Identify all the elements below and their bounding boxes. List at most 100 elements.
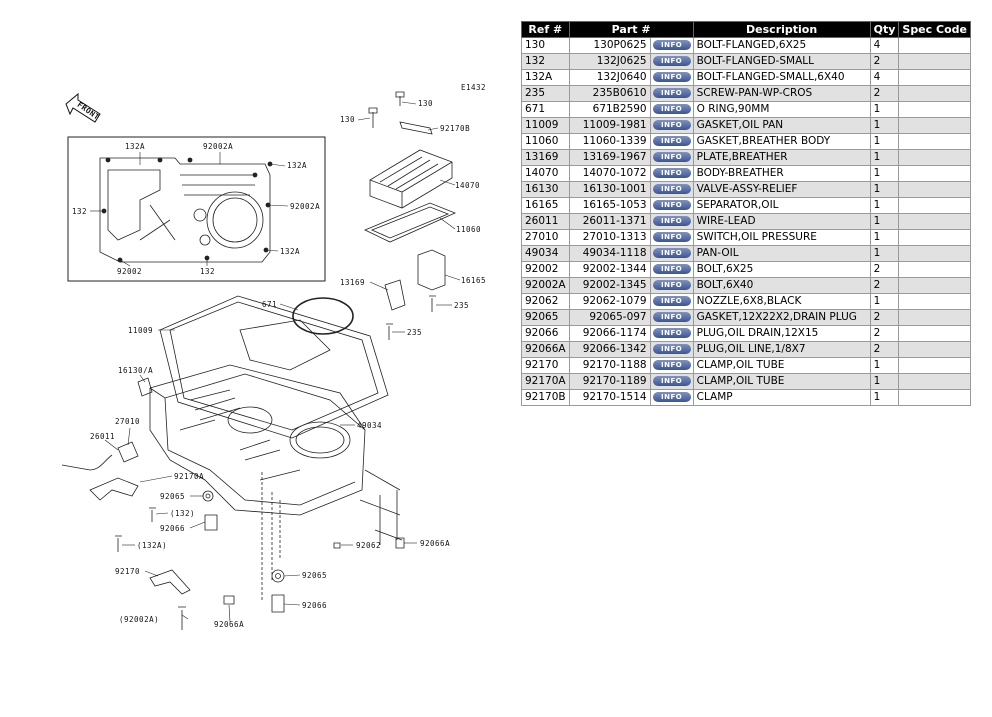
- ref-cell: 14070: [521, 165, 570, 182]
- ref-cell: 235: [521, 85, 570, 102]
- info-button[interactable]: INFO: [652, 152, 691, 162]
- info-cell: INFO: [649, 325, 694, 342]
- info-cell: INFO: [649, 117, 694, 134]
- info-button[interactable]: INFO: [652, 280, 691, 290]
- part-number-cell: 92170-1514: [568, 389, 651, 406]
- qty-cell: 2: [869, 309, 900, 326]
- callout: 92002A: [290, 202, 320, 211]
- spec-code-cell: [898, 309, 971, 326]
- callout: 92065: [302, 571, 327, 580]
- description-cell: SWITCH,OIL PRESSURE: [692, 229, 871, 246]
- spec-code-cell: [898, 197, 971, 214]
- callout: 16130/A: [118, 366, 153, 375]
- qty-cell: 1: [869, 213, 900, 230]
- description-cell: BODY-BREATHER: [692, 165, 871, 182]
- info-button[interactable]: INFO: [652, 376, 691, 386]
- info-button[interactable]: INFO: [652, 360, 691, 370]
- info-button[interactable]: INFO: [652, 392, 691, 402]
- callout: 92170: [115, 567, 140, 576]
- info-button[interactable]: INFO: [652, 232, 691, 242]
- callout: 11009: [128, 326, 153, 335]
- qty-cell: 1: [869, 117, 900, 134]
- description-cell: PLATE,BREATHER: [692, 149, 871, 166]
- spec-code-cell: [898, 357, 971, 374]
- info-button[interactable]: INFO: [652, 168, 691, 178]
- info-button[interactable]: INFO: [652, 344, 691, 354]
- ref-cell: 16130: [521, 181, 570, 198]
- callout: 92065: [160, 492, 185, 501]
- info-button[interactable]: INFO: [652, 88, 691, 98]
- info-button[interactable]: INFO: [652, 264, 691, 274]
- info-button[interactable]: INFO: [652, 248, 691, 258]
- callout: 92170A: [174, 472, 204, 481]
- info-button[interactable]: INFO: [652, 120, 691, 130]
- info-cell: INFO: [649, 149, 694, 166]
- part-number-cell: 235B0610: [568, 85, 651, 102]
- callout: 132A: [125, 142, 145, 151]
- spec-code-cell: [898, 165, 971, 182]
- info-button[interactable]: INFO: [652, 184, 691, 194]
- info-cell: INFO: [649, 341, 694, 358]
- qty-cell: 1: [869, 165, 900, 182]
- ref-cell: 27010: [521, 229, 570, 246]
- ref-cell: 92170: [521, 357, 570, 374]
- spec-code-cell: [898, 325, 971, 342]
- qty-cell: 2: [869, 261, 900, 278]
- info-cell: INFO: [649, 101, 694, 118]
- spec-code-cell: [898, 181, 971, 198]
- qty-cell: 4: [869, 69, 900, 86]
- spec-code-cell: [898, 341, 971, 358]
- info-cell: INFO: [649, 229, 694, 246]
- front-arrow-icon: [65, 92, 101, 123]
- ref-cell: 11060: [521, 133, 570, 150]
- callout: 132A: [287, 161, 307, 170]
- qty-cell: 1: [869, 389, 900, 406]
- callout: 92066: [302, 601, 327, 610]
- info-button[interactable]: INFO: [652, 216, 691, 226]
- info-button[interactable]: INFO: [652, 104, 691, 114]
- description-cell: SEPARATOR,OIL: [692, 197, 871, 214]
- oil-pan-gasket-drawing: [159, 295, 389, 439]
- info-button[interactable]: INFO: [652, 328, 691, 338]
- spec-code-cell: [898, 213, 971, 230]
- callout: (132): [170, 509, 195, 518]
- info-button[interactable]: INFO: [652, 40, 691, 50]
- description-cell: BOLT,6X40: [692, 277, 871, 294]
- callout: 671: [262, 300, 277, 309]
- callout: 130: [418, 99, 433, 108]
- info-cell: INFO: [649, 69, 694, 86]
- oil-pan-drawing: [149, 364, 403, 600]
- spec-code-cell: [898, 85, 971, 102]
- info-button[interactable]: INFO: [652, 296, 691, 306]
- part-number-cell: 27010-1313: [568, 229, 651, 246]
- info-button[interactable]: INFO: [652, 56, 691, 66]
- part-number-cell: 130P0625: [568, 37, 651, 54]
- description-cell: BOLT-FLANGED,6X25: [692, 37, 871, 54]
- callout: 235: [407, 328, 422, 337]
- callout: 132A: [280, 247, 300, 256]
- description-cell: SCREW-PAN-WP-CROS: [692, 85, 871, 102]
- info-button[interactable]: INFO: [652, 312, 691, 322]
- info-button[interactable]: INFO: [652, 72, 691, 82]
- info-cell: INFO: [649, 181, 694, 198]
- info-button[interactable]: INFO: [652, 136, 691, 146]
- spec-code-cell: [898, 117, 971, 134]
- callout: 26011: [90, 432, 115, 441]
- qty-cell: 1: [869, 197, 900, 214]
- callout: 92002A: [203, 142, 233, 151]
- part-number-cell: 132J0640: [568, 69, 651, 86]
- spec-code-cell: [898, 133, 971, 150]
- callout: 49034: [357, 421, 382, 430]
- info-cell: INFO: [649, 309, 694, 326]
- ref-cell: 132A: [521, 69, 570, 86]
- description-cell: BOLT-FLANGED-SMALL: [692, 53, 871, 70]
- info-button[interactable]: INFO: [652, 200, 691, 210]
